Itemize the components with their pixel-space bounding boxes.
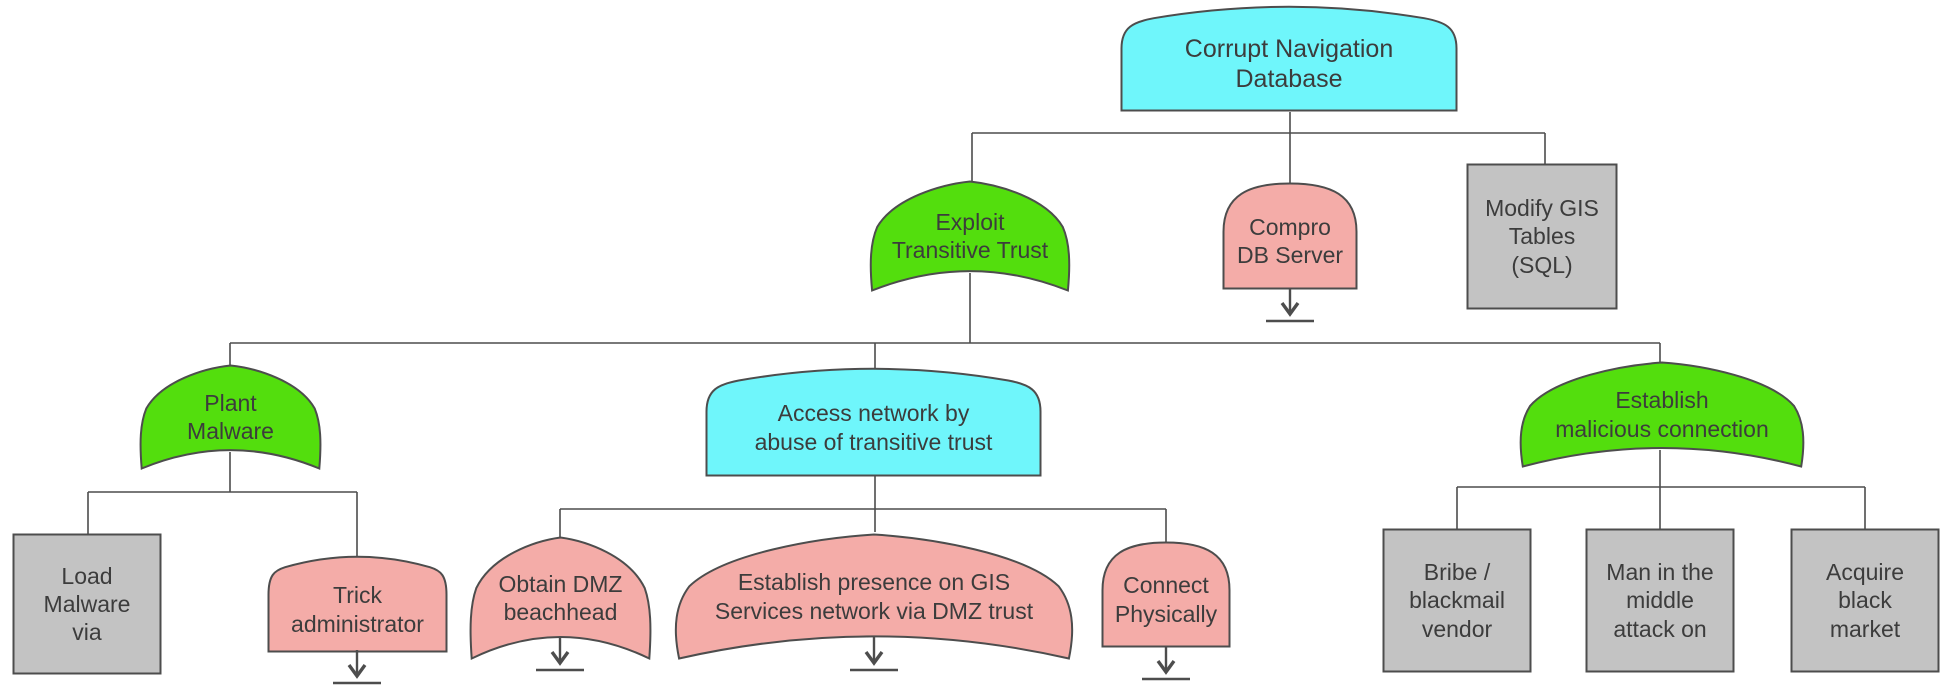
node-label: Trick administrator [291, 582, 424, 637]
rect-gate-shape [1585, 528, 1735, 673]
node-label: Bribe / blackmail vendor [1409, 559, 1505, 642]
node-establish-malicious-connection: Establish malicious connection [1517, 361, 1807, 468]
or-gate-shape [869, 180, 1071, 292]
or-gate-shape [469, 536, 652, 661]
node-label: Acquire black market [1826, 559, 1904, 642]
dome-gate-shape [1222, 182, 1358, 290]
arch-gate-shape [267, 555, 448, 653]
node-label: Exploit Transitive Trust [891, 208, 1049, 263]
arch-gate-shape [1120, 5, 1458, 112]
node-compro-db-server: Compro DB Server [1222, 182, 1358, 290]
node-label: Man in the middle attack on [1606, 559, 1714, 642]
node-plant-malware: Plant Malware [138, 364, 323, 470]
rect-gate-shape [1382, 528, 1532, 673]
node-label: Load Malware via [43, 562, 131, 646]
rect-gate-shape [1466, 163, 1618, 310]
node-load-malware-via: Load Malware via [12, 533, 162, 675]
dome-gate-shape [1101, 541, 1231, 648]
node-label: Establish presence on GIS Services netwo… [714, 569, 1034, 624]
node-label: Modify GIS Tables (SQL) [1485, 195, 1599, 278]
node-man-in-the-middle: Man in the middle attack on [1585, 528, 1735, 673]
node-label: Establish malicious connection [1555, 387, 1769, 442]
or-gate-shape [139, 364, 322, 470]
transfer-down-arrow-icon [1260, 288, 1320, 324]
or-gate-shape [1519, 361, 1805, 468]
node-acquire-black-market: Acquire black market [1790, 528, 1940, 673]
transfer-down-arrow-icon [530, 637, 590, 673]
or-gate-shape [674, 533, 1074, 660]
node-exploit-transitive-trust: Exploit Transitive Trust [868, 180, 1072, 292]
node-modify-gis-tables: Modify GIS Tables (SQL) [1466, 163, 1618, 310]
transfer-down-arrow-icon [327, 650, 387, 686]
node-label: Obtain DMZ beachhead [498, 570, 623, 625]
rect-gate-shape [12, 533, 162, 675]
arch-gate-shape [705, 367, 1042, 477]
node-label: Access network by abuse of transitive tr… [754, 400, 993, 455]
node-label: Compro DB Server [1236, 213, 1344, 268]
node-label: Corrupt Navigation Database [1184, 34, 1394, 94]
node-bribe-blackmail-vendor: Bribe / blackmail vendor [1382, 528, 1532, 673]
node-obtain-dmz-beachhead: Obtain DMZ beachhead [468, 536, 653, 661]
node-establish-presence: Establish presence on GIS Services netwo… [671, 533, 1077, 660]
node-label: Connect Physically [1114, 572, 1218, 627]
node-trick-administrator: Trick administrator [267, 555, 448, 653]
node-corrupt-navigation-database: Corrupt Navigation Database [1120, 5, 1458, 112]
rect-gate-shape [1790, 528, 1940, 673]
node-label: Plant Malware [187, 389, 274, 444]
node-connect-physically: Connect Physically [1101, 541, 1231, 648]
node-access-network: Access network by abuse of transitive tr… [705, 367, 1042, 477]
transfer-down-arrow-icon [1136, 646, 1196, 682]
transfer-down-arrow-icon [844, 637, 904, 673]
